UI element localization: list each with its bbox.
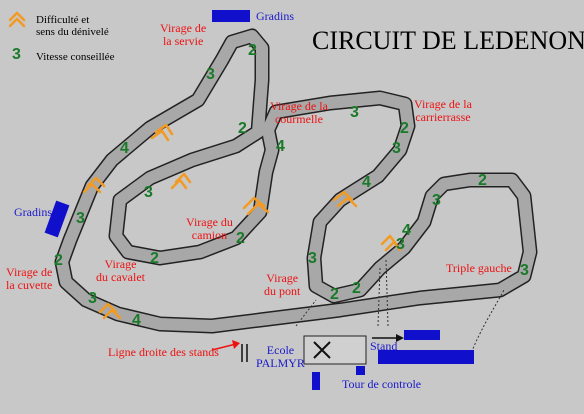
corner-cuvette-line-1: Virage de <box>6 265 53 279</box>
legend-chevron-line-1: Difficulté et <box>36 14 90 26</box>
tour-label: Tour de controle <box>342 377 422 391</box>
gradins-top-label: Gradins <box>256 9 294 23</box>
corner-servie-line-1: Virage de <box>160 21 207 35</box>
gradins-left-building <box>44 200 70 238</box>
corner-cuvette: Virage de la cuvette <box>6 266 52 292</box>
speed-number-icon: 3 <box>350 104 359 121</box>
legend-speed-label: Vitesse conseillée <box>36 51 115 63</box>
chevron-icon <box>8 11 402 320</box>
service-road <box>377 259 389 327</box>
corner-servie-line-2: la servie <box>162 34 204 48</box>
corner-courmelle-line-1: Virage de la <box>270 99 328 113</box>
speed-number-icon: 4 <box>132 312 141 329</box>
gradins-left-label: Gradins <box>14 205 52 219</box>
ecole-label: Ecole PALMYR <box>256 344 305 370</box>
corner-camion-line-1: Virage du <box>186 215 233 229</box>
corner-cavalet-line-1: Virage <box>104 257 137 271</box>
speed-number-icon: 3 <box>520 262 529 279</box>
straight-label: Ligne droite des stands <box>108 345 219 359</box>
corner-pont: Virage du pont <box>264 272 300 298</box>
speed-number-icon: 2 <box>330 286 339 303</box>
speed-number-icon: 3 <box>308 250 317 267</box>
speed-number-icon: 2 <box>352 280 361 297</box>
speed-number-icon: 3 <box>392 140 401 157</box>
legend-chevron-line-2: sens du dénivelé <box>36 26 109 38</box>
speed-number-icon: 2 <box>248 42 257 59</box>
gradins-top-building <box>212 10 250 22</box>
straight-arrow-icon <box>211 343 237 351</box>
speed-number-icon: 2 <box>400 120 409 137</box>
speed-number-icon: 3 <box>206 66 215 83</box>
start-x-icon <box>313 341 331 359</box>
stand-building-2 <box>378 350 474 364</box>
speed-number-icon: 2 <box>54 252 63 269</box>
corner-triple-gauche: Triple gauche <box>446 261 512 275</box>
corner-carrierrasse-line-2: carrierrasse <box>415 110 471 124</box>
speed-number-icon: 3 <box>76 210 85 227</box>
speed-number-icon: 2 <box>236 230 245 247</box>
corner-cavalet-line-2: du cavalet <box>96 270 145 284</box>
corner-camion: Virage du camion <box>186 216 233 242</box>
service-road <box>295 299 317 327</box>
speed-number-icon: 2 <box>150 250 159 267</box>
corner-carrierrasse: Virage de la carrierrasse <box>414 98 472 124</box>
speed-number-icon: 4 <box>402 222 411 239</box>
speed-number-icon: 3 <box>396 236 405 253</box>
corner-courmelle: Virage de la courmelle <box>270 100 328 126</box>
stand-label: Stand <box>370 339 398 353</box>
speed-number-icon: 3 <box>88 290 97 307</box>
corner-pont-line-1: Virage <box>266 271 299 285</box>
speed-number-icon: 3 <box>144 184 153 201</box>
speed-number-icon: 2 <box>238 120 247 137</box>
stand-arrow-icon <box>396 334 404 342</box>
speed-number-icon: 3 <box>432 192 441 209</box>
corner-cuvette-line-2: la cuvette <box>6 278 53 292</box>
corner-courmelle-line-2: courmelle <box>274 112 323 126</box>
corner-servie: Virage de la servie <box>160 22 206 48</box>
corner-camion-line-2: camion <box>191 228 228 242</box>
corner-pont-line-2: du pont <box>264 284 301 298</box>
ecole-box <box>303 335 367 365</box>
speed-number-icon: 4 <box>362 174 371 191</box>
straight-arrow-icon <box>232 340 240 349</box>
stand-building-1 <box>404 330 440 340</box>
ecole-line-1: Ecole <box>266 343 295 357</box>
map-title: CIRCUIT DE LEDENON <box>312 26 584 55</box>
corner-cavalet: Virage du cavalet <box>96 258 145 284</box>
tower-building <box>312 372 320 390</box>
legend-speed-number-icon: 3 <box>12 46 21 63</box>
speed-number-icon: 2 <box>478 172 487 189</box>
corner-carrierrasse-line-1: Virage de la <box>414 97 472 111</box>
ecole-line-2: PALMYR <box>256 356 305 370</box>
track-surface <box>56 30 536 332</box>
legend-chevron-label: Difficulté et sens du dénivelé <box>36 14 109 38</box>
speed-number-icon: 4 <box>120 140 129 157</box>
speed-number-icon: 4 <box>276 138 285 155</box>
start-line-icon <box>241 344 248 362</box>
tower-marker <box>356 366 365 375</box>
